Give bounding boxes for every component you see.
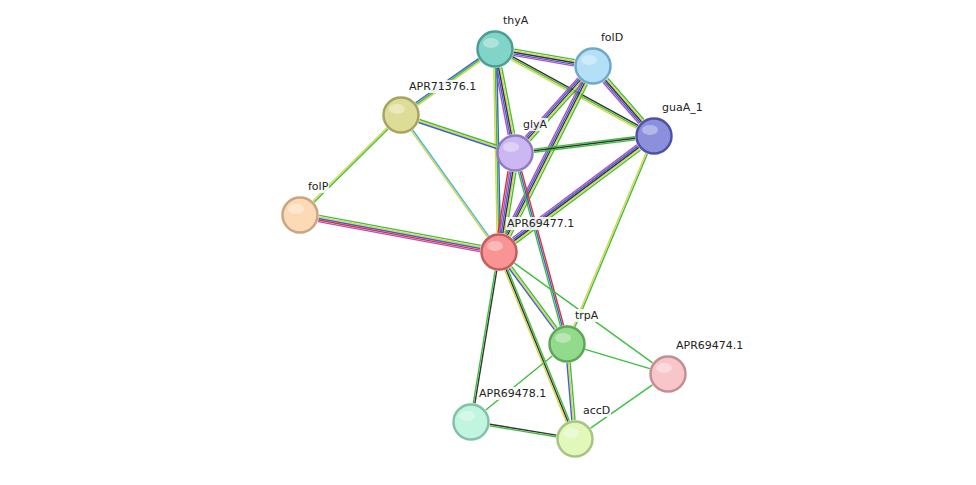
node-circle (476, 30, 514, 68)
node-label: accD (582, 404, 611, 417)
node-label: APR69474.1 (675, 339, 744, 352)
interaction-edge (486, 356, 553, 410)
node-circle (281, 196, 319, 234)
node-circle (649, 355, 687, 393)
node-circle (496, 134, 534, 172)
node-circle (556, 420, 594, 458)
node-label: glyA (522, 118, 548, 131)
node-circle (452, 403, 490, 441)
interaction-edge (490, 424, 557, 436)
node-circle (480, 233, 518, 271)
interaction-edge (318, 215, 481, 251)
interaction-edge (585, 349, 650, 368)
interaction-edge (574, 153, 648, 327)
protein-node: APR71376.1 (382, 96, 420, 134)
interaction-edge (534, 137, 636, 153)
interaction-edge (603, 78, 644, 124)
node-label: guaA_1 (661, 101, 704, 114)
node-label: APR69478.1 (478, 387, 547, 400)
interaction-edge (419, 119, 498, 148)
interaction-edge (473, 271, 496, 404)
protein-node: folD (574, 47, 612, 85)
protein-node: accD (556, 420, 594, 458)
interaction-edge (567, 363, 575, 420)
protein-node: APR69477.1 (480, 233, 518, 271)
node-label: folD (600, 31, 624, 44)
node-label: folP (307, 180, 329, 193)
interaction-edge (518, 171, 563, 326)
node-label: APR71376.1 (408, 80, 477, 93)
node-circle (635, 117, 673, 155)
protein-node: guaA_1 (635, 117, 673, 155)
protein-node: trpA (548, 325, 586, 363)
protein-node: thyA (476, 30, 514, 68)
protein-node: APR69478.1 (452, 403, 490, 441)
node-label: thyA (502, 14, 529, 27)
node-circle (574, 47, 612, 85)
protein-node: glyA (496, 134, 534, 172)
protein-node: APR69474.1 (649, 355, 687, 393)
interaction-edge (514, 263, 652, 363)
node-label: trpA (574, 309, 599, 322)
node-circle (382, 96, 420, 134)
interaction-edge (411, 130, 488, 237)
node-label: APR69477.1 (506, 217, 575, 230)
protein-node: folP (281, 196, 319, 234)
node-circle (548, 325, 586, 363)
